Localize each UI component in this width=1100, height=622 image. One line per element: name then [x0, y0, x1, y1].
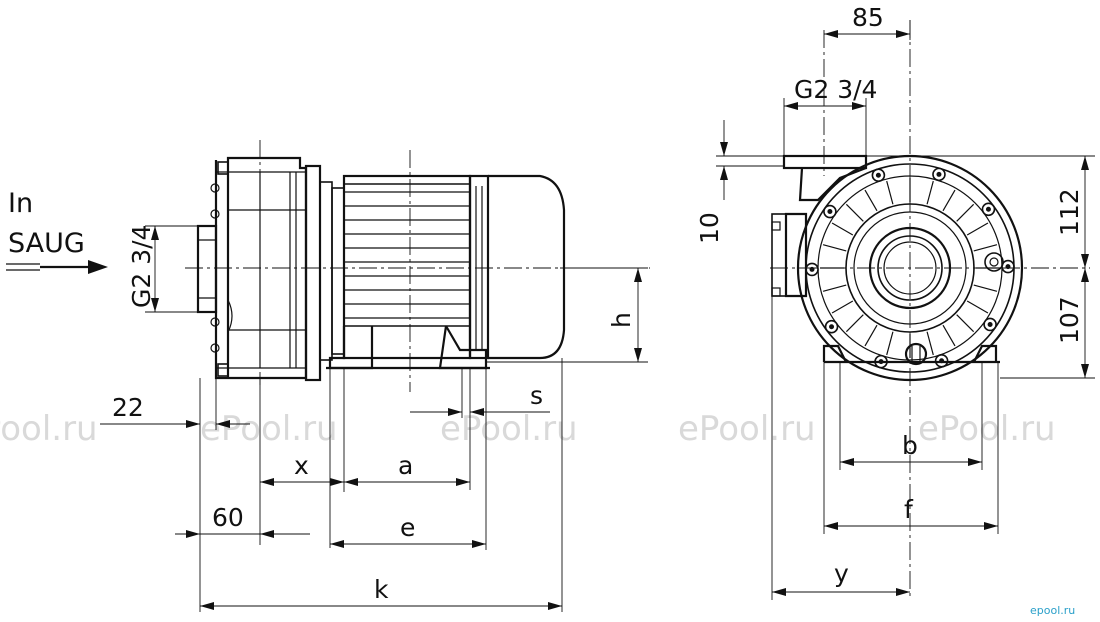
casing-rib: [845, 203, 864, 222]
casing-rib: [831, 222, 854, 236]
casing-bolt: [932, 167, 946, 182]
casing-bolt: [983, 317, 997, 332]
casing-rib: [822, 244, 847, 252]
casing-bolts: [805, 167, 1015, 369]
dim-107: 107: [1055, 296, 1084, 344]
casing-rib: [845, 314, 864, 333]
radial-ribs: [820, 178, 1000, 358]
casing-rib: [942, 324, 956, 347]
dim-10: 10: [695, 212, 724, 244]
casing-bolt: [981, 202, 996, 217]
front-view: 85 G2 3/4 10 112 107: [695, 3, 1095, 600]
dim-y: y: [834, 559, 849, 588]
watermark-3: ePool.ru: [440, 409, 578, 449]
casing-rib: [973, 244, 998, 252]
dim-k: k: [374, 575, 389, 604]
casing-rib: [886, 331, 894, 356]
flow-label-saug: SAUG: [8, 228, 85, 259]
casing-rib: [956, 203, 975, 222]
suction-port: [868, 226, 952, 310]
side-view: G2 3/4 h 22 x a: [100, 140, 650, 612]
casing-bolt: [824, 319, 839, 334]
watermark-2: ePool.ru: [200, 409, 338, 449]
inlet-nozzle: [196, 224, 218, 314]
watermark-5: ePool.ru: [918, 409, 1056, 449]
casing-bolt: [805, 262, 819, 277]
casing-rib: [822, 284, 847, 292]
end-bell: [468, 174, 490, 360]
casing-bolt: [871, 168, 886, 183]
dim-22: 22: [112, 393, 144, 422]
casing-rib: [966, 222, 989, 236]
casing-rib: [966, 300, 989, 314]
cooling-fins: [344, 191, 470, 319]
motor-body: [342, 174, 472, 360]
casing-rib: [973, 284, 998, 292]
dim-60: 60: [212, 503, 244, 532]
front-base: [822, 344, 998, 363]
casing-rib: [886, 180, 894, 205]
casing-rib: [864, 189, 878, 212]
motor-foot-right: [438, 325, 488, 370]
watermark-4: ePool.ru: [678, 409, 816, 449]
casing-rib: [864, 324, 878, 347]
casing-rib: [831, 300, 854, 314]
casing-rib: [926, 180, 934, 205]
dim-s: s: [530, 381, 543, 410]
fan-cover: [488, 174, 566, 360]
casing-bolt: [934, 353, 949, 368]
dim-a: a: [398, 451, 413, 480]
dim-f: f: [904, 495, 914, 524]
motor-flange: [304, 164, 322, 382]
dim-e: e: [400, 513, 415, 542]
dim-85: 85: [852, 3, 884, 32]
watermark-1: ePool.ru: [0, 409, 98, 449]
dim-112: 112: [1055, 188, 1084, 236]
vent-plug: [984, 252, 1004, 272]
casing-rib: [926, 331, 934, 356]
motor-foot-left: [328, 326, 374, 370]
corner-logo: epool.ru: [1030, 604, 1075, 617]
flow-arrow: [88, 260, 108, 274]
casing-bolt: [823, 204, 837, 219]
inlet-flow-label: In SAUG: [6, 188, 108, 274]
casing-rib: [956, 314, 975, 333]
discharge-flange: [782, 154, 868, 170]
watermark-layer: ePool.ru ePool.ru ePool.ru ePool.ru ePoo…: [0, 409, 1056, 449]
side-thread-label: G2 3/4: [127, 225, 156, 308]
front-thread-label: G2 3/4: [794, 75, 877, 104]
dim-x: x: [294, 451, 309, 480]
drain-plug: [904, 342, 928, 366]
dim-b: b: [902, 431, 918, 460]
flow-label-in: In: [8, 188, 33, 219]
casing-rib: [942, 189, 956, 212]
dim-h: h: [607, 312, 636, 328]
side-block: [784, 212, 808, 298]
